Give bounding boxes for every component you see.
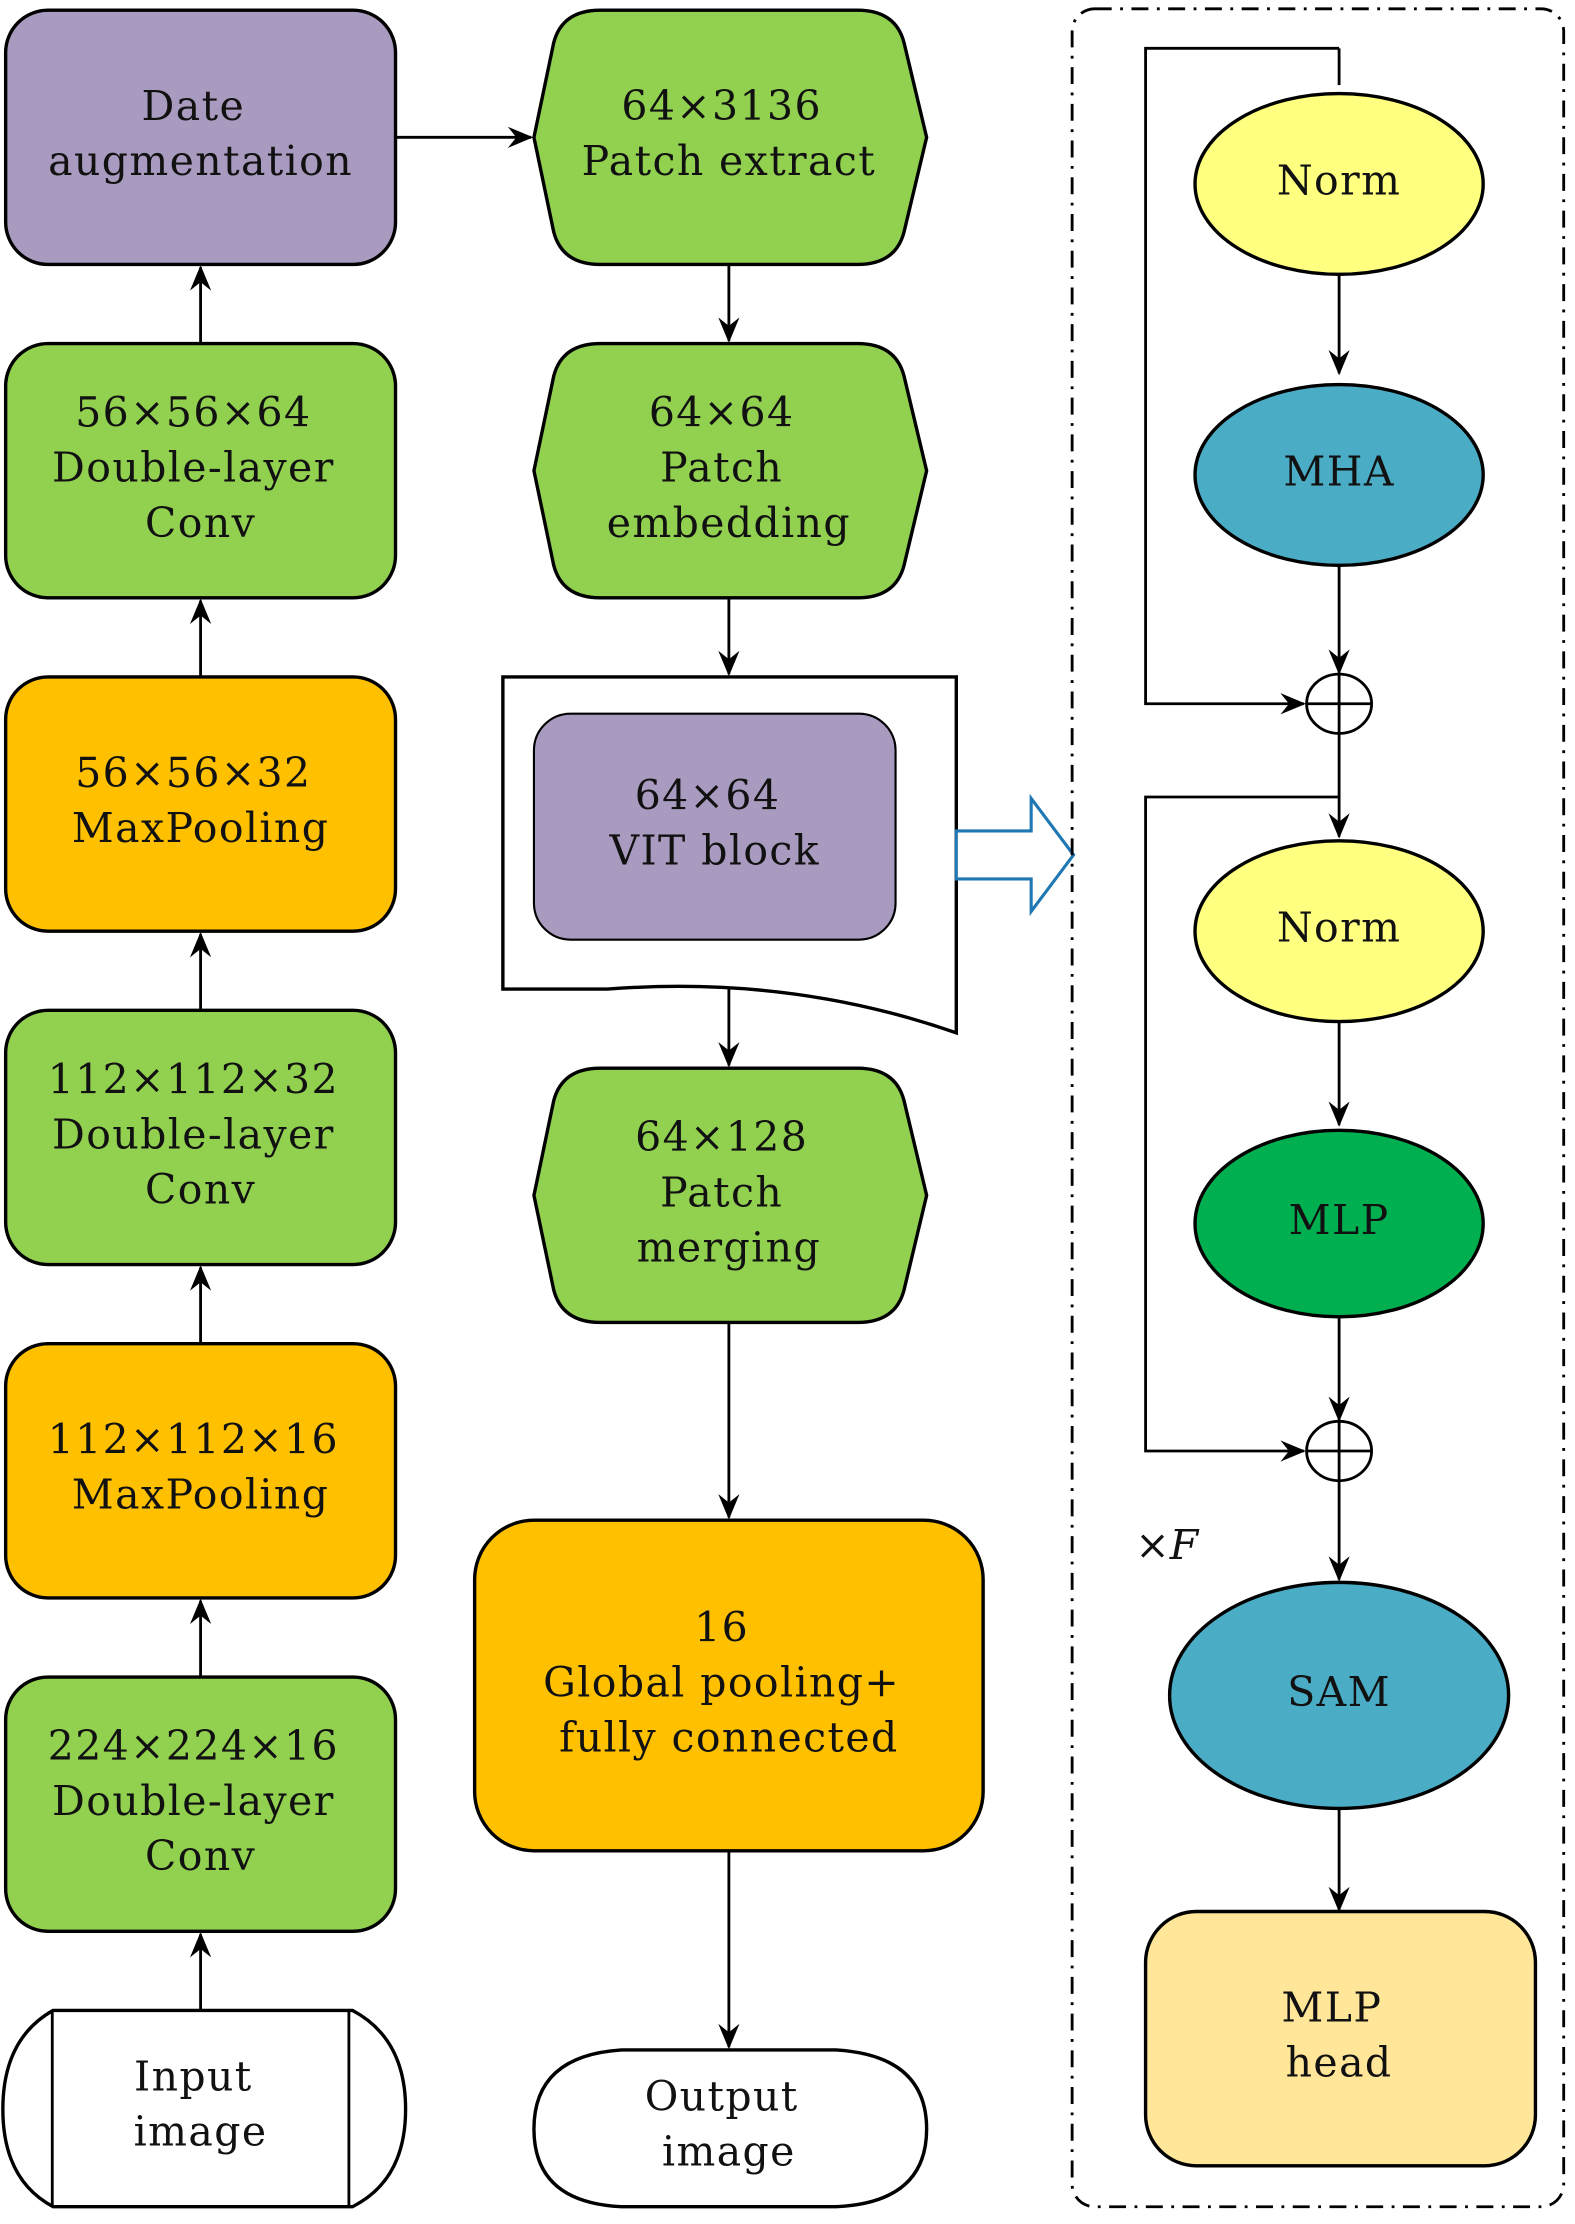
label-line: Patch extract xyxy=(582,137,876,185)
residual-connection-2 xyxy=(1144,795,1340,1462)
date-augmentation-label: Date augmentation xyxy=(48,82,353,185)
norm1-label: Norm xyxy=(1277,156,1402,204)
input-image-shape xyxy=(1,2008,408,2209)
label-line: Conv xyxy=(145,498,256,546)
label-line: Conv xyxy=(145,1832,256,1880)
mlp-head-label: MLP head xyxy=(1281,1983,1396,2086)
pool-56-label: 56×56×32 MaxPooling xyxy=(72,748,330,851)
residual-connection-1 xyxy=(1144,46,1340,715)
label-line: image xyxy=(134,2107,268,2155)
left-column: Date augmentation 56×56×64 Double-layer … xyxy=(1,8,408,2209)
norm2-label: Norm xyxy=(1277,904,1402,952)
output-image-terminator xyxy=(532,2048,929,2209)
conv-56-box xyxy=(3,341,398,600)
label-line: 112×112×16 xyxy=(48,1415,339,1463)
mha-label: MHA xyxy=(1283,447,1394,495)
conv-224-label: 224×224×16 Double-layer Conv xyxy=(48,1722,354,1880)
label-line: fully connected xyxy=(559,1713,899,1761)
middle-column: 64×3136 Patch extract 64×64 Patch embedd… xyxy=(472,8,985,2209)
output-image-label: Output image xyxy=(645,2072,813,2175)
repeat-count-label: ×F xyxy=(1135,1521,1199,1569)
label-line: Double-layer xyxy=(52,1110,335,1158)
label-line: merging xyxy=(637,1223,821,1271)
label-line: Input xyxy=(134,2052,253,2100)
label-line: augmentation xyxy=(48,137,353,185)
label-line: 64×64 xyxy=(649,388,795,436)
label-line: head xyxy=(1286,2038,1393,2086)
label-line: Global pooling+ xyxy=(543,1658,900,1706)
label-line: image xyxy=(662,2127,796,2175)
sam-label: SAM xyxy=(1287,1668,1391,1716)
patch-extract-hexagon xyxy=(532,8,929,267)
label-line: Output xyxy=(645,2072,799,2120)
expand-arrow-icon xyxy=(954,793,1076,917)
label-line: VIT block xyxy=(608,826,820,874)
label-line: Patch xyxy=(660,1168,783,1216)
patch-embedding-hexagon xyxy=(532,341,929,600)
label-line: 64×64 xyxy=(635,771,781,819)
label-line: 64×128 xyxy=(635,1113,808,1161)
global-pooling-label: 16 Global pooling+ fully connected xyxy=(543,1603,914,1761)
vit-block-box xyxy=(532,712,897,941)
dash-dot-border xyxy=(1070,7,1566,2209)
label-line: 224×224×16 xyxy=(48,1722,339,1770)
label-line: MLP xyxy=(1281,1983,1382,2031)
patch-merging-label: 64×128 Patch merging xyxy=(635,1113,823,1271)
label-line: Patch xyxy=(660,443,783,491)
label-line: 56×56×32 xyxy=(75,748,311,796)
patch-merging-hexagon xyxy=(532,1066,929,1325)
label-line: Date xyxy=(142,82,246,130)
label-line: MaxPooling xyxy=(72,803,330,851)
label-line: 64×3136 xyxy=(621,82,822,130)
patch-embedding-label: 64×64 Patch embedding xyxy=(607,388,851,546)
label-line: MaxPooling xyxy=(72,1470,330,1518)
input-image-label: Input image xyxy=(134,2052,268,2155)
label-line: 112×112×32 xyxy=(48,1055,339,1103)
pool-112-label: 112×112×16 MaxPooling xyxy=(48,1415,354,1518)
vit-block-label: 64×64 VIT block xyxy=(608,771,820,874)
norm1-ellipse xyxy=(1193,91,1485,277)
mlp-label: MLP xyxy=(1289,1196,1390,1244)
mlp-head-box xyxy=(1143,1909,1538,2168)
label-line: Conv xyxy=(145,1165,256,1213)
label-line: 56×56×64 xyxy=(75,388,311,436)
label-line: 16 xyxy=(694,1603,749,1651)
vit-detail-panel: Norm MHA Norm MLP ×F SAM xyxy=(1070,7,1566,2209)
conv-112-label: 112×112×32 Double-layer Conv xyxy=(48,1055,354,1213)
add-node-1 xyxy=(1305,672,1374,735)
add-node-2 xyxy=(1305,1419,1374,1483)
patch-extract-label: 64×3136 Patch extract xyxy=(582,82,876,185)
label-line: Double-layer xyxy=(52,1777,335,1825)
conv-56-label: 56×56×64 Double-layer Conv xyxy=(52,388,349,546)
label-line: embedding xyxy=(607,498,851,546)
label-line: Double-layer xyxy=(52,443,335,491)
